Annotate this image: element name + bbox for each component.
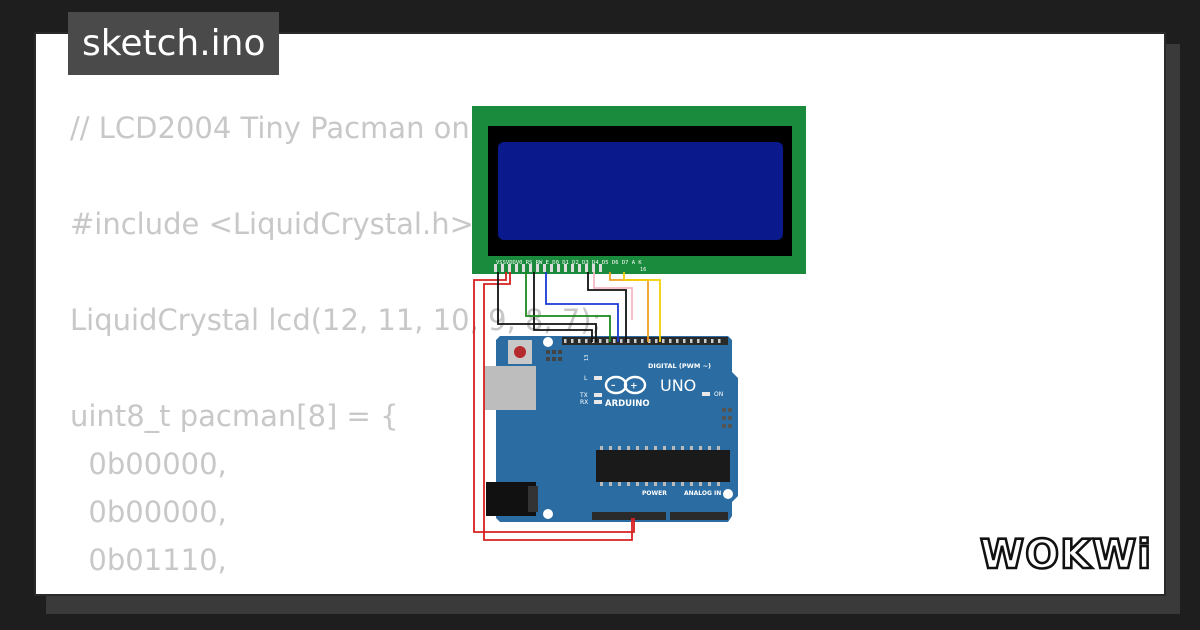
lcd2004-display[interactable]: VSSVDDV0 RS RW E D0 D1 D2 D3 D4 D5 D6 D7… <box>472 106 806 274</box>
code-preview: // LCD2004 Tiny Pacman on #include <Liqui… <box>70 104 602 594</box>
code-line: 0b00000, <box>70 447 227 481</box>
arduino-uno-board[interactable]: DIGITAL (PWM ~) 13 – + UNO ARDUINO L TX … <box>484 336 738 522</box>
wire-red-5v <box>473 272 635 533</box>
code-line: LiquidCrystal lcd(12, 11, 10, 9, 8, 7); <box>70 303 602 337</box>
analog-label: ANALOG IN <box>684 490 721 497</box>
analog-header[interactable] <box>670 512 728 520</box>
on-led-label: ON <box>714 391 723 398</box>
power-jack <box>486 482 536 516</box>
svg-text:L: L <box>584 375 588 382</box>
wire-black-vss <box>497 272 597 342</box>
wire-black-rw <box>533 272 593 342</box>
svg-text:TX: TX <box>579 392 588 399</box>
code-line: 0b00000, <box>70 495 227 529</box>
pin-13-label: 13 <box>584 355 590 361</box>
arduino-logo: – + <box>604 375 647 395</box>
svg-text:WOKWi: WOKWi <box>980 532 1150 576</box>
board-name: UNO <box>660 376 696 395</box>
brand-label: ARDUINO <box>605 399 650 409</box>
wires[interactable] <box>473 272 661 541</box>
digital-label: DIGITAL (PWM ~) <box>648 362 711 370</box>
wire-yellow-d7 <box>623 272 661 342</box>
wire-black-d4 <box>587 272 627 342</box>
code-line: uint8_t pacman[8] = { <box>70 399 399 433</box>
lcd-pin-labels: VSSVDDV0 RS RW E D0 D1 D2 D3 D4 D5 D6 D7… <box>496 260 642 266</box>
status-leds: L TX RX ON <box>579 375 723 406</box>
svg-text:RX: RX <box>580 399 588 406</box>
wire-pink-a <box>593 272 633 320</box>
wire-red-vdd <box>483 272 633 541</box>
wokwi-logo: WOKWi <box>979 531 1150 576</box>
usb-port <box>484 366 536 410</box>
wire-green-rs <box>525 272 611 342</box>
code-line: // LCD2004 Tiny Pacman on <box>70 111 470 145</box>
lcd-pin-header <box>494 264 602 272</box>
atmega-chip <box>596 450 730 482</box>
filename-badge: sketch.ino <box>68 12 280 75</box>
icsp-header <box>546 350 562 361</box>
wire-blue-e <box>545 272 619 342</box>
code-line: #include <LiquidCrystal.h> <box>70 207 474 241</box>
icsp-right <box>722 408 732 428</box>
wire-orange-d6 <box>609 272 649 342</box>
power-header[interactable] <box>592 512 666 520</box>
digital-header[interactable] <box>562 337 728 345</box>
power-label: POWER <box>642 490 667 497</box>
svg-text:+: + <box>630 382 638 392</box>
svg-text:–: – <box>611 381 616 391</box>
code-line: 0b11011, <box>70 584 601 594</box>
circuit-diagram[interactable]: VSSVDDV0 RS RW E D0 D1 D2 D3 D4 D5 D6 D7… <box>470 104 810 544</box>
lcd-pin-number: 16 <box>640 267 646 273</box>
code-line: 0b01110, <box>70 543 227 577</box>
